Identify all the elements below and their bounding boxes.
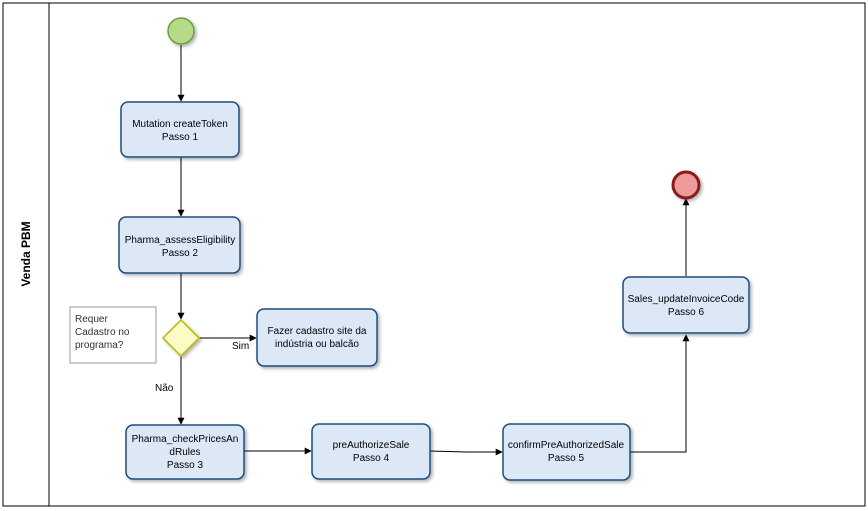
task-label-line: indústria ou balcão [275, 339, 359, 350]
flow-t5-to-t6 [429, 448, 503, 456]
end-event[interactable] [671, 170, 701, 200]
task-label-line: Passo 3 [167, 460, 204, 471]
task-mutation-create-token[interactable]: Mutation createToken Passo 1 [120, 101, 240, 158]
task-label-line: Pharma_assessEligibility [125, 235, 236, 246]
edge-label-yes: Sim [232, 341, 249, 352]
pool-label: Venda PBM [19, 221, 33, 286]
task-pharma-assess-eligibility[interactable]: Pharma_assessEligibility Passo 2 [118, 216, 241, 274]
task-label-line: preAuthorizeSale [333, 440, 410, 451]
task-label-line: Passo 6 [668, 307, 705, 318]
task-label-line: Passo 2 [162, 248, 199, 259]
task-label-line: Sales_updateInvoiceCode [628, 294, 745, 305]
task-label-line: Pharma_checkPricesAn [132, 434, 239, 445]
start-event[interactable] [167, 17, 195, 45]
task-sales-update-invoice-code[interactable]: Sales_updateInvoiceCode Passo 6 [622, 276, 750, 334]
exclusive-gateway[interactable] [161, 318, 201, 358]
task-label-line: Passo 5 [548, 453, 585, 464]
task-label-line: Passo 1 [162, 132, 199, 143]
task-label-line: Mutation createToken [132, 119, 228, 130]
annotation-line-2: Cadastro no [75, 327, 130, 338]
flow-t6-to-t7 [630, 334, 690, 453]
sequence-flows [177, 45, 690, 456]
task-pharma-check-prices-and-rules[interactable]: Pharma_checkPricesAn dRules Passo 3 [125, 424, 245, 480]
annotation-line-3: programa? [75, 340, 124, 351]
edge-label-no: Não [155, 383, 174, 394]
task-label-line: dRules [169, 447, 200, 458]
task-label-line: Passo 4 [353, 453, 390, 464]
task-pre-authorize-sale[interactable]: preAuthorizeSale Passo 4 [311, 423, 431, 480]
task-label-line: confirmPreAuthorizedSale [508, 440, 625, 451]
task-label-line: Fazer cadastro site da [268, 326, 367, 337]
task-fazer-cadastro[interactable]: Fazer cadastro site da indústria ou balc… [256, 308, 378, 367]
annotation-line-1: Requer [75, 314, 108, 325]
task-confirm-pre-authorized-sale[interactable]: confirmPreAuthorizedSale Passo 5 [502, 423, 631, 481]
annotation: Requer Cadastro no programa? [69, 306, 157, 364]
